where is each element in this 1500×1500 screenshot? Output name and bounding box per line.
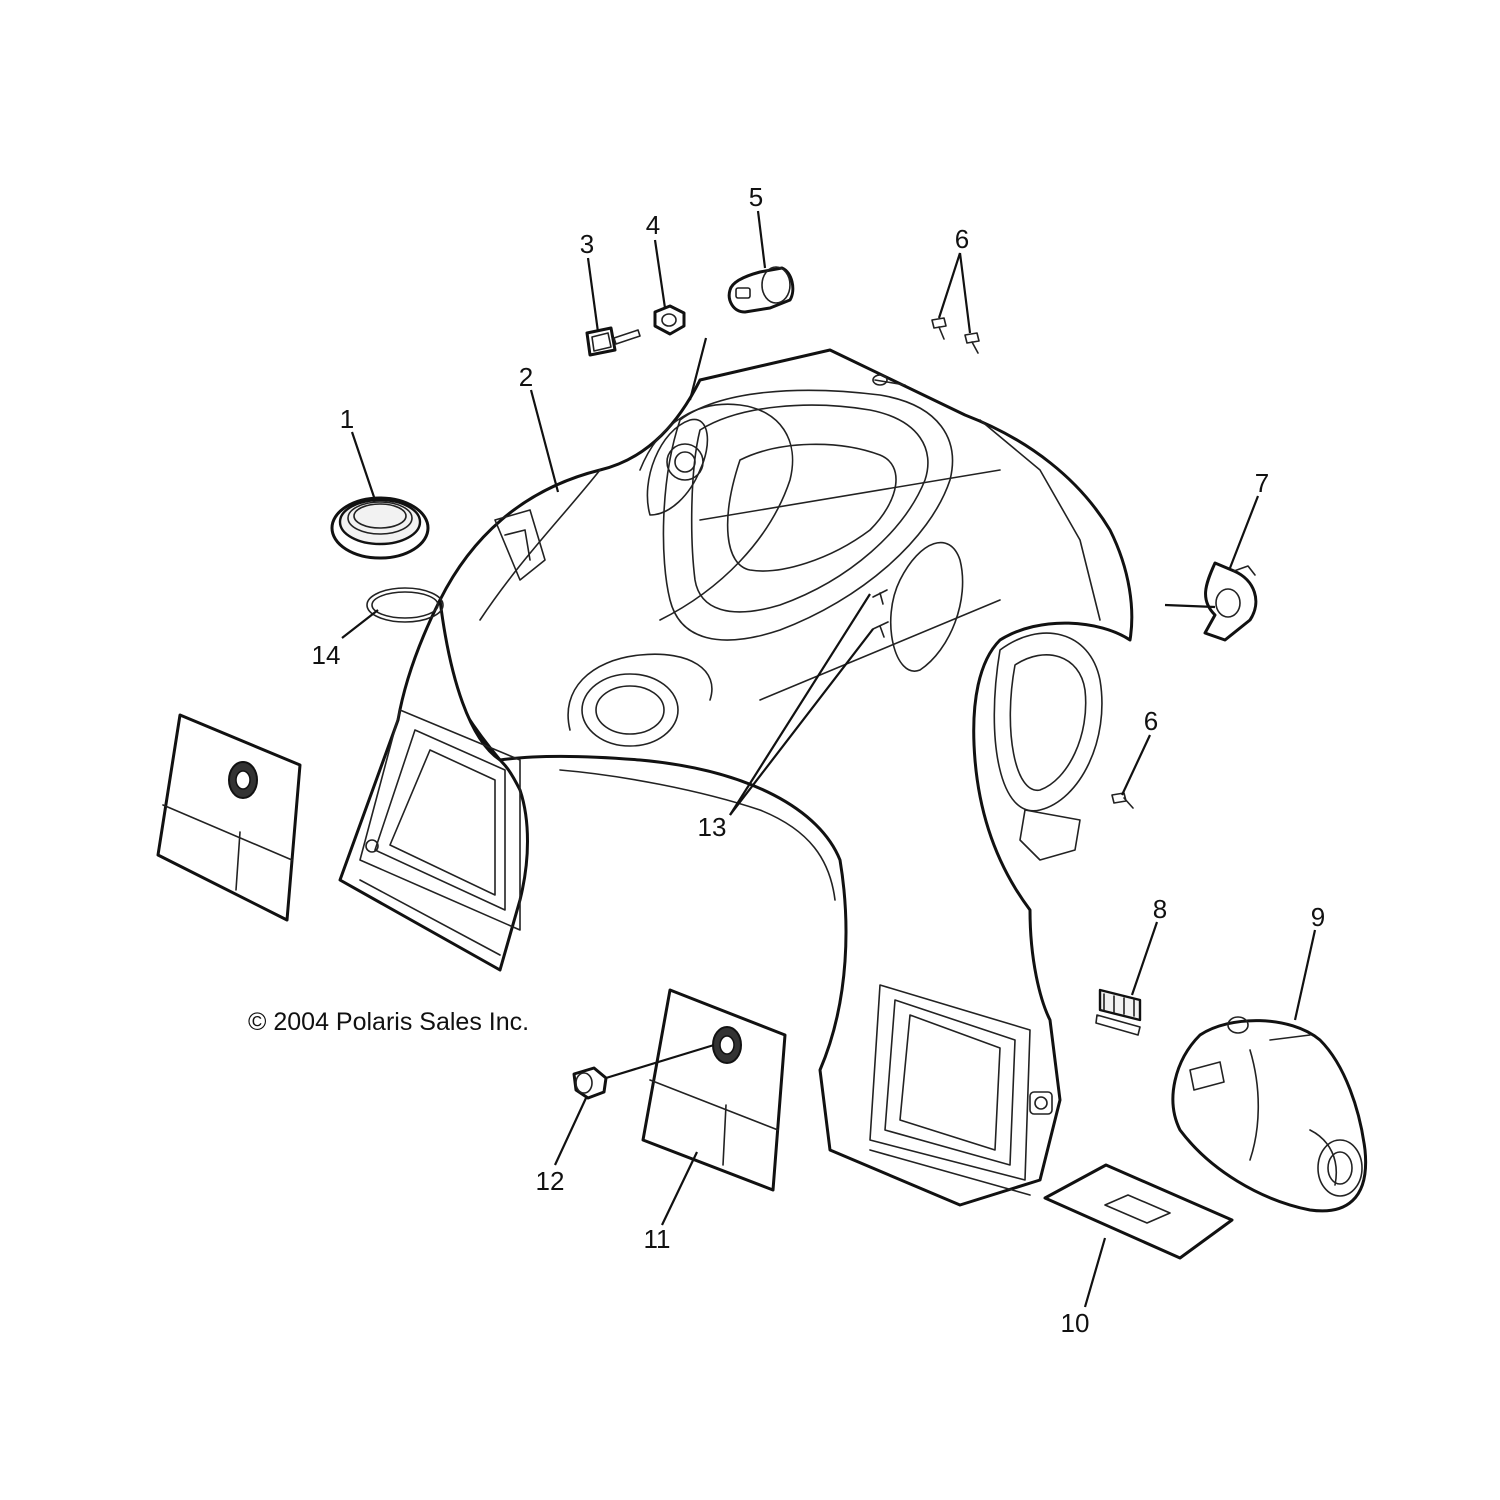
bezel-ring [330,496,430,560]
callout-4: 4 [646,210,660,240]
callout-10: 10 [1061,1308,1090,1338]
screw-right [1111,792,1134,809]
screw-pair-top [931,317,980,354]
push-rivets [872,589,889,638]
wire-connector [1095,988,1142,1036]
callout-6-right: 6 [1144,706,1158,736]
callout-6-top: 6 [955,224,969,254]
callout-9: 9 [1311,902,1325,932]
ignition-key [585,326,641,357]
ignition-nut [653,304,686,336]
mount-bracket [1203,561,1258,642]
callout-7: 7 [1255,468,1269,498]
callout-5: 5 [749,182,763,212]
callout-14: 14 [312,640,341,670]
gasket [366,587,444,623]
ignition-switch [727,266,795,314]
callout-13: 13 [698,812,727,842]
callout-3: 3 [580,229,594,259]
cover-plate [1043,1163,1234,1260]
latch-knob [572,1066,608,1100]
callout-1: 1 [340,404,354,434]
callout-12: 12 [536,1166,565,1196]
console-right-vent [869,809,1081,1196]
glovebox-door [641,988,787,1192]
callout-8: 8 [1153,894,1167,924]
callout-labels: 1 2 3 4 5 6 7 6 13 14 8 9 12 11 10 [312,182,1326,1338]
left-door [156,713,302,922]
leader-lines [341,210,1317,1308]
callout-2: 2 [519,362,533,392]
callout-11: 11 [644,1224,671,1254]
side-module [1171,1016,1368,1213]
copyright-notice: © 2004 Polaris Sales Inc. [248,1008,529,1036]
console-left-vent [338,509,546,972]
console-panel [432,348,1134,1207]
